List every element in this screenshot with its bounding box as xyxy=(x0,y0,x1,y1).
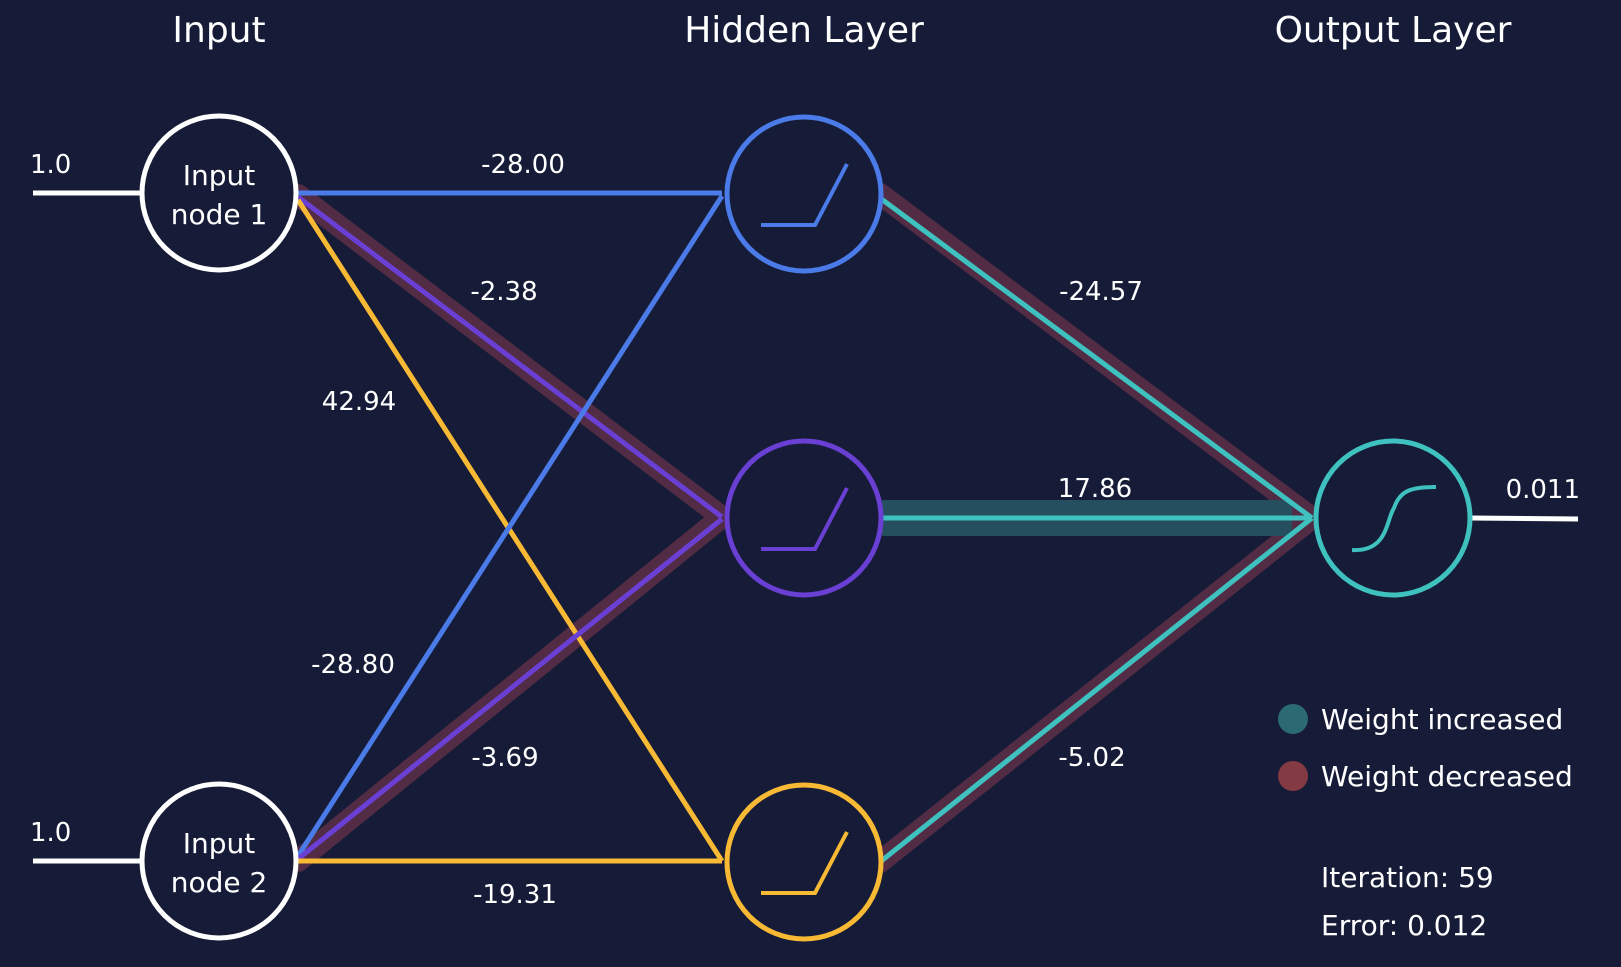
legend-increased-swatch xyxy=(1278,704,1308,734)
error-value: Error: 0.012 xyxy=(1321,909,1487,942)
input-value-1: 1.0 xyxy=(30,150,71,180)
sigmoid-icon xyxy=(1351,485,1437,553)
relu-icon xyxy=(761,831,849,895)
input-node-1-label-line1: Input xyxy=(183,159,256,192)
layer-title-output: Output Layer xyxy=(1275,10,1512,51)
weight-label-h3-out: -5.02 xyxy=(1058,743,1125,773)
hidden-node-2 xyxy=(724,438,884,598)
layer-title-hidden: Hidden Layer xyxy=(684,10,924,51)
weight-label-h2-out: 17.86 xyxy=(1058,474,1132,504)
edge-in2-h2 xyxy=(296,517,724,861)
hidden-node-3 xyxy=(724,782,884,942)
input-node-2-label-line1: Input xyxy=(183,827,256,860)
legend-decreased-swatch xyxy=(1278,761,1308,791)
legend-decreased-label: Weight decreased xyxy=(1321,760,1573,793)
layer-title-input: Input xyxy=(172,10,265,51)
weight-label-in2-h3: -19.31 xyxy=(473,880,557,910)
weight-connections xyxy=(295,190,1314,864)
edge-h1-out xyxy=(878,195,1314,521)
legend-increased-label: Weight increased xyxy=(1321,703,1563,736)
input-node-1-label-line2: node 1 xyxy=(171,198,268,231)
weight-label-in2-h2: -3.69 xyxy=(471,743,538,773)
edge-h3-out xyxy=(878,516,1314,864)
weight-label-h1-out: -24.57 xyxy=(1059,277,1143,307)
edge-in1-h2 xyxy=(296,195,724,519)
output-node xyxy=(1313,438,1473,598)
output-value: 0.011 xyxy=(1506,475,1580,505)
hidden-node-1 xyxy=(724,114,884,274)
weight-label-in2-h1: -28.80 xyxy=(311,650,395,680)
legend: Weight increased Weight decreased xyxy=(1278,703,1573,793)
relu-icon xyxy=(761,487,849,551)
input-value-2: 1.0 xyxy=(30,818,71,848)
input-node-1: Input node 1 xyxy=(139,113,299,273)
output-line xyxy=(1469,515,1579,522)
iteration-counter: Iteration: 59 xyxy=(1321,861,1494,894)
input-node-2: Input node 2 xyxy=(139,781,299,941)
weight-label-in1-h2: -2.38 xyxy=(470,277,537,307)
weight-label-in1-h1: -28.00 xyxy=(481,150,565,180)
edge-in2-h1 xyxy=(295,194,725,858)
input-node-2-label-line2: node 2 xyxy=(171,866,268,899)
relu-icon xyxy=(761,163,849,227)
weight-label-in1-h3: 42.94 xyxy=(322,387,396,417)
